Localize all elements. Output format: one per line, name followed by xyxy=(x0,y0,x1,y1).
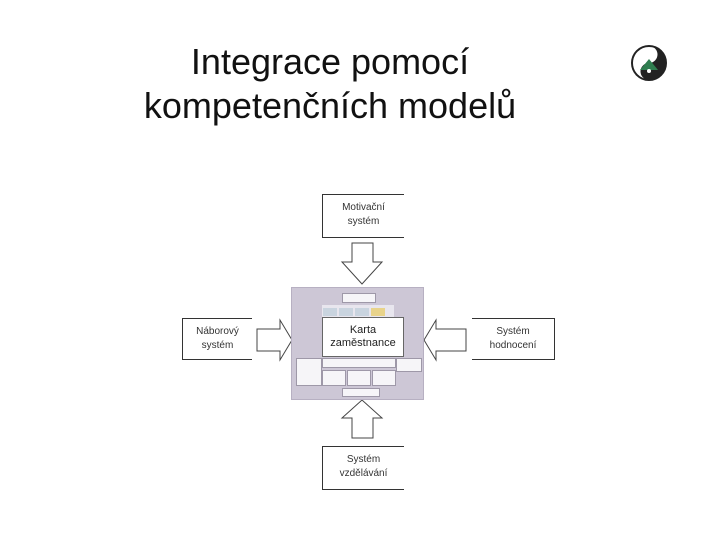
motivation-line-1: Motivační xyxy=(342,202,385,213)
panel-block-b xyxy=(347,370,371,386)
panel-image-strip xyxy=(322,305,394,317)
arrow-left-right xyxy=(423,318,467,362)
panel-block-right xyxy=(396,358,422,372)
evaluation-line-2: hodnocení xyxy=(489,340,537,351)
title-line-2: kompetenčních modelů xyxy=(143,85,517,126)
panel-block-c xyxy=(372,370,396,386)
education-line-1: Systém xyxy=(346,454,381,465)
recruitment-line-2: systém xyxy=(201,340,234,351)
motivation-line-2: systém xyxy=(347,216,380,227)
title-line-1: Integrace pomocí xyxy=(190,41,470,82)
employee-card-box: Karta zaměstnance xyxy=(322,317,404,357)
employee-card-line-1: Karta xyxy=(349,324,377,336)
arrow-right-left xyxy=(256,318,293,362)
panel-block-left xyxy=(296,358,322,386)
arrow-up-bottom xyxy=(340,399,384,439)
arrow-down-top xyxy=(340,242,384,285)
education-line-2: vzdělávání xyxy=(339,468,388,479)
evaluation-system-box: Systém hodnocení xyxy=(472,318,555,360)
motivation-system-box: Motivační systém xyxy=(322,194,404,238)
panel-block-top xyxy=(342,293,376,303)
panel-block-a xyxy=(322,370,346,386)
employee-card-line-2: zaměstnance xyxy=(330,337,396,349)
recruitment-line-1: Náborový xyxy=(196,326,239,337)
evaluation-line-1: Systém xyxy=(496,326,530,337)
panel-block-bottom xyxy=(342,388,380,397)
slide-title: Integrace pomocí kompetenčních modelů xyxy=(70,40,590,128)
logo-icon xyxy=(631,45,667,81)
panel-block-mid xyxy=(322,358,396,368)
recruitment-system-box: Náborový systém xyxy=(182,318,252,360)
education-system-box: Systém vzdělávání xyxy=(322,446,404,490)
